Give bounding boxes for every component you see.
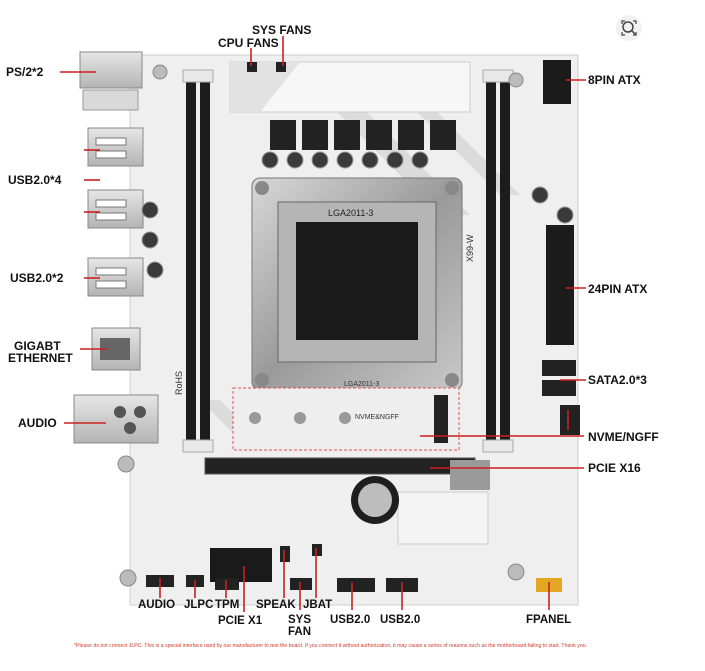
label-atx24: 24PIN ATX <box>588 282 648 296</box>
nvme-slot <box>434 395 448 443</box>
chipset-heatsink <box>397 491 489 545</box>
atx-24pin-connector <box>546 225 574 345</box>
socket-label-lower: LGA2011-3 <box>344 381 379 388</box>
disclaimer-note: *Please do not connect JLPC. This is a s… <box>74 643 588 649</box>
cpu-fan-header <box>247 62 257 72</box>
label-usb20-a: USB2.0 <box>330 614 371 626</box>
label-sys: SYS <box>288 614 312 626</box>
label-ethernet: ETHERNET <box>8 351 73 365</box>
sys-fan-header-top <box>276 62 286 72</box>
speak-header <box>280 546 290 562</box>
zoom-button[interactable] <box>616 15 642 41</box>
pcie-x1-slot <box>210 548 272 582</box>
label-pcie16: PCIE X16 <box>588 461 641 475</box>
label-fpanel: FPANEL <box>526 614 572 626</box>
label-sys-fans: SYS FANS <box>252 23 312 37</box>
callout-lines <box>60 36 586 612</box>
label-jbat: JBAT <box>303 599 333 611</box>
label-cpu-fans: CPU FANS <box>218 36 279 50</box>
usb-port-stack-1 <box>87 127 144 167</box>
sata-connector-1 <box>542 360 576 376</box>
tpm-header <box>215 578 239 590</box>
socket-label: LGA2011-3 <box>328 208 373 218</box>
atx-8pin-connector <box>543 60 571 104</box>
model-label: X99-W <box>465 234 475 262</box>
label-nvme: NVME/NGFF <box>588 430 659 444</box>
sys-fan-header <box>290 578 312 590</box>
usb20-header-a <box>337 578 375 592</box>
label-atx8: 8PIN ATX <box>588 73 641 87</box>
vrm-chokes <box>270 120 456 150</box>
label-sata: SATA2.0*3 <box>588 373 647 387</box>
label-audio-front: AUDIO <box>138 599 176 611</box>
nvme-slot-label: NVME&NGFF <box>355 414 399 421</box>
sata-connector-3 <box>560 405 580 435</box>
capacitors <box>141 151 574 279</box>
jbat-header <box>312 544 322 556</box>
audio-port <box>73 394 159 444</box>
sata-connector-2 <box>542 380 576 396</box>
label-usb20-b: USB2.0 <box>380 614 421 626</box>
label-gigabit: GIGABT <box>14 339 61 353</box>
pcie-x16-slot <box>204 457 476 475</box>
label-audio-rear: AUDIO <box>18 416 57 430</box>
usb-port-stack-2 <box>87 189 144 229</box>
ps2-port <box>79 51 143 89</box>
mounting-holes <box>117 64 525 587</box>
ram-slots-left <box>182 69 214 453</box>
label-tpm: TPM <box>215 599 240 611</box>
label-speak: SPEAK <box>256 599 296 611</box>
label-fan: FAN <box>288 626 311 638</box>
label-usb20x4: USB2.0*4 <box>8 173 62 187</box>
rohs-label: RoHS <box>174 371 184 395</box>
zoom-icon <box>621 20 637 36</box>
label-ps2: PS/2*2 <box>6 65 44 79</box>
label-pcie1: PCIE X1 <box>218 615 263 627</box>
label-usb20x2: USB2.0*2 <box>10 271 64 285</box>
cpu-socket <box>251 177 463 391</box>
usb-port-stack-3 <box>87 257 144 297</box>
label-jlpc: JLPC <box>184 599 214 611</box>
